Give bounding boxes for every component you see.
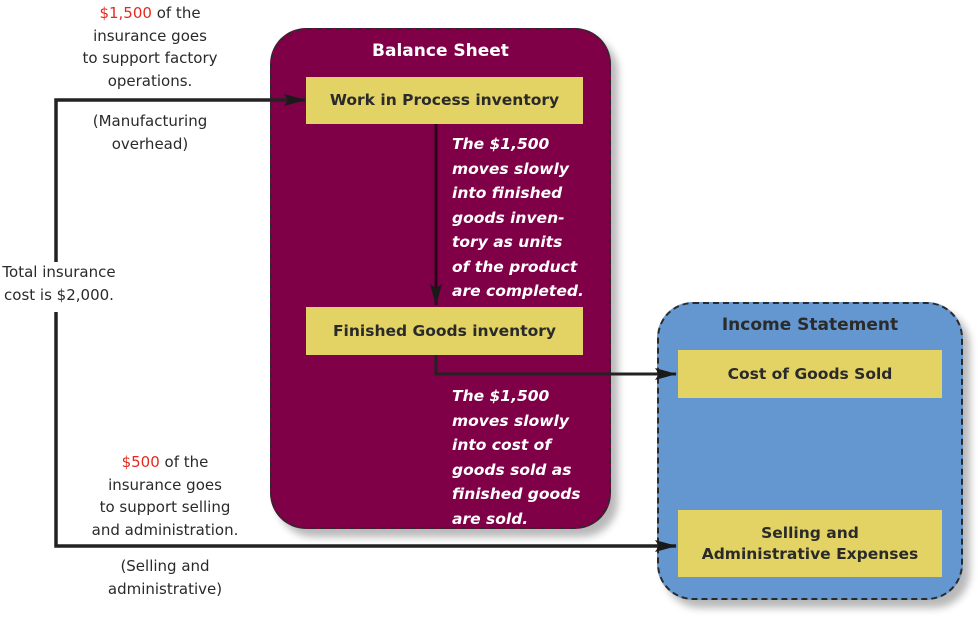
factory-allocation-rest: insurance goes to support factory operat… [82, 26, 218, 90]
selling-amount: $500 [121, 453, 160, 471]
selling-allocation-text: $500 of the insurance goes to support se… [70, 451, 260, 541]
selling-administrative-label: (Selling and administrative) [107, 557, 223, 598]
income-statement-title: Income Statement [721, 315, 899, 335]
selling-admin-line1: Selling and [761, 523, 859, 542]
selling-admin-expenses-box: Selling and Administrative Expenses [678, 510, 942, 577]
selling-amount-suffix: of the [159, 453, 209, 471]
total-insurance-label: Total insurance cost is $2,000. [0, 261, 118, 306]
selling-admin-line2: Administrative Expenses [701, 544, 919, 563]
cost-of-goods-sold-box: Cost of Goods Sold [678, 350, 942, 398]
balance-sheet-title: Balance Sheet [372, 41, 509, 61]
factory-amount-suffix: of the [151, 4, 201, 22]
selling-allocation-rest: insurance goes to support selling and ad… [91, 475, 239, 539]
wip-to-fg-note: The $1,500 moves slowly into finished go… [452, 135, 584, 300]
finished-goods-box: Finished Goods inventory [306, 307, 583, 355]
factory-amount: $1,500 [99, 4, 152, 22]
manufacturing-overhead-label: (Manufacturing overhead) [92, 112, 208, 153]
fg-to-cogs-note: The $1,500 moves slowly into cost of goo… [452, 387, 581, 528]
factory-allocation-text: $1,500 of the insurance goes to support … [60, 2, 240, 92]
work-in-process-box: Work in Process inventory [306, 77, 583, 124]
